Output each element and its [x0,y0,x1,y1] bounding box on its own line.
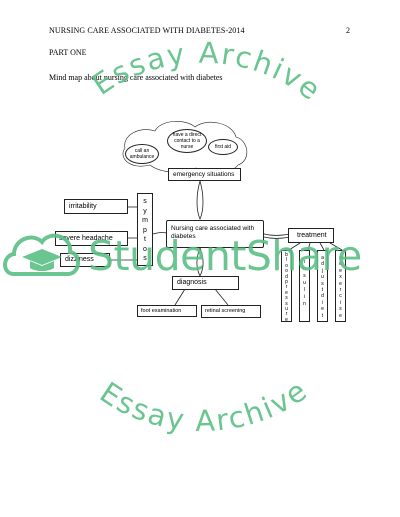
diagnosis-node: diagnosis [172,276,239,290]
treatment-letter: i [339,299,342,306]
svg-text:Essay Archive: Essay Archive [86,35,328,107]
treatment-letter: u [285,306,288,313]
retinal-screening-node: retinal screening [201,305,261,318]
foot-exam-node: foot examination [137,305,197,317]
treatment-letter: b [285,252,288,258]
treatment-do-exercise-node: d o e x e r c i s e [335,250,346,322]
symptoms-letter: o [143,245,147,253]
center-node: Nursing care associated with diabetes [166,220,264,248]
studentshare-logo-icon [3,233,80,276]
treatment-letter: i [303,294,306,300]
part-heading: PART ONE [49,48,87,57]
treatment-letter: t [321,287,324,294]
treatment-adjust-diet-node: a d j u s t d i e t [317,250,328,322]
symptoms-letter: s [143,198,147,205]
treatment-letter: l [285,257,288,264]
treatment-letter: s [339,306,342,313]
first-aid-node: first aid [208,139,238,155]
treatment-letter: e [339,267,342,274]
treatment-letter: d [321,293,324,300]
treatment-letter: p [285,279,288,286]
treatment-letter: d [285,273,288,280]
treatment-letter: l [303,287,306,293]
treatment-letter: r [285,284,288,291]
first-aid-label: first aid [214,144,232,150]
treatment-label: treatment [297,232,327,239]
watermark-bottom-arc: Essay Archive [94,372,312,438]
symptoms-node: s y m p t o s [137,193,153,266]
retinal-screening-label: retinal screening [205,308,246,314]
treatment-letter: s [285,295,288,302]
symptoms-letter: p [143,226,147,234]
treatment-letter: s [321,280,324,287]
treatment-letter: r [339,287,342,294]
direct-contact-label: have a direct contact to a nurse [172,132,202,150]
treatment-letter: e [339,312,342,319]
treatment-letter: e [339,280,342,287]
direct-contact-node: have a direct contact to a nurse [167,129,207,153]
watermark-brand: StudentShare [88,232,362,280]
treatment-letter: o [285,262,288,269]
treatment-insulin-node: i n s u l i n [299,250,310,322]
foot-exam-label: foot examination [141,308,182,314]
treatment-letter: s [285,300,288,307]
treatment-letter: e [285,316,288,323]
treatment-letter: n [303,266,306,272]
emergency-node: emergency situations [168,168,241,181]
running-head: NURSING CARE ASSOCIATED WITH DIABETES-20… [49,26,245,35]
treatment-letter: o [339,261,342,268]
emergency-label: emergency situations [173,171,235,178]
svg-text:Essay Archive: Essay Archive [94,372,314,438]
treatment-letter: a [321,255,324,261]
call-ambulance-label: call an ambulance [129,148,155,160]
treatment-letter: r [285,311,288,318]
treatment-letter: c [339,293,342,300]
diagnosis-label: diagnosis [177,279,207,286]
treatment-letter: e [285,289,288,296]
intro-line: Mind map about nursing care associated w… [49,73,223,82]
irritability-label: irritability [69,203,97,210]
irritability-node: irritability [64,199,128,214]
severe-headache-label: severe headache [59,235,113,242]
center-label: Nursing care associated with diabetes [171,225,255,240]
page-number: 2 [346,26,351,35]
treatment-letter: d [321,261,324,268]
treatment-letter: s [303,273,306,279]
symptoms-letter: s [143,255,147,262]
severe-headache-node: severe headache [55,231,128,246]
watermark-top-arc: Essay Archive [86,35,326,107]
treatment-blood-pressure-node: b l o o d p r e s s u r e [281,250,292,323]
treatment-letter: o [285,268,288,275]
symptoms-letter: t [144,236,146,243]
treatment-letter: t [321,312,324,319]
treatment-letter: i [303,259,306,265]
treatment-letter: e [321,306,324,313]
treatment-letter: n [303,301,306,307]
treatment-node: treatment [288,228,334,243]
symptoms-letter: y [143,207,147,215]
call-ambulance-node: call an ambulance [125,144,159,164]
treatment-letter: u [303,280,306,286]
treatment-letter: u [321,274,324,281]
treatment-letter: d [339,255,342,261]
treatment-letter: j [321,267,324,274]
treatment-letter: x [339,274,342,281]
treatment-letter: i [321,299,324,306]
symptoms-letter: m [142,217,148,224]
